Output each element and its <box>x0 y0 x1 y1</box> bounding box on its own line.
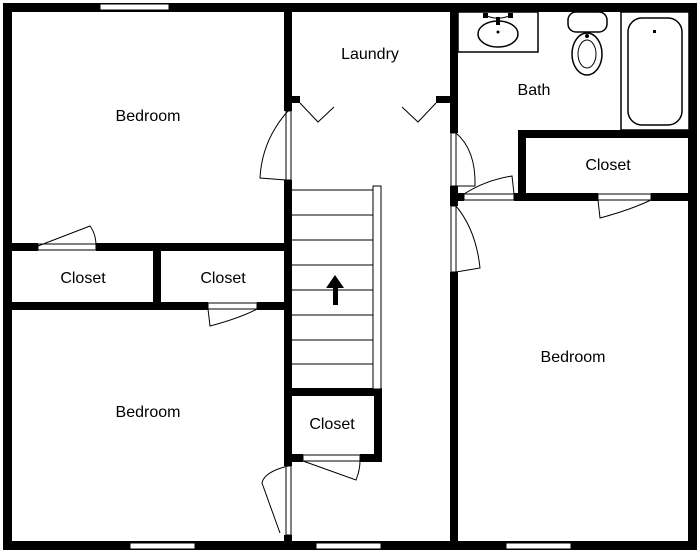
doors <box>37 102 652 536</box>
window-bottom-left <box>129 542 196 550</box>
door-closet-right <box>597 193 652 219</box>
window-top <box>99 3 170 11</box>
label-bedroom-right: Bedroom <box>541 349 606 366</box>
bath-fixtures <box>457 11 690 131</box>
bathtub-icon <box>620 11 690 131</box>
label-closet-left-2: Closet <box>200 270 246 287</box>
door-closet-top <box>37 225 97 251</box>
door-closet-center <box>302 454 361 481</box>
door-bedroom-right <box>450 205 481 273</box>
stairs <box>292 185 382 390</box>
door-bedroom-bottom-left <box>261 465 292 536</box>
label-closet-center: Closet <box>309 416 355 433</box>
window-bottom-center <box>315 542 382 550</box>
window-bottom-right <box>505 542 572 550</box>
label-closet-bath: Closet <box>585 157 631 174</box>
door-laundry-bifold <box>299 102 437 123</box>
windows <box>99 3 572 550</box>
up-arrow-icon <box>326 275 344 305</box>
door-closet-bath <box>463 175 515 201</box>
toilet-icon <box>567 11 608 76</box>
label-bedroom-top-left: Bedroom <box>116 108 181 125</box>
room-labels: Bedroom Bedroom Bedroom Laundry Bath Clo… <box>60 46 631 433</box>
door-closet-second <box>207 302 258 327</box>
door-bedroom-top-left <box>259 110 292 181</box>
label-closet-left-1: Closet <box>60 270 106 287</box>
interior-walls <box>8 8 691 545</box>
door-bath <box>450 132 476 187</box>
sink-icon <box>457 11 539 53</box>
stair-rail <box>372 185 382 390</box>
label-laundry: Laundry <box>341 46 399 63</box>
label-bedroom-bottom-left: Bedroom <box>116 404 181 421</box>
label-bath: Bath <box>518 82 551 99</box>
outer-walls <box>3 3 697 550</box>
